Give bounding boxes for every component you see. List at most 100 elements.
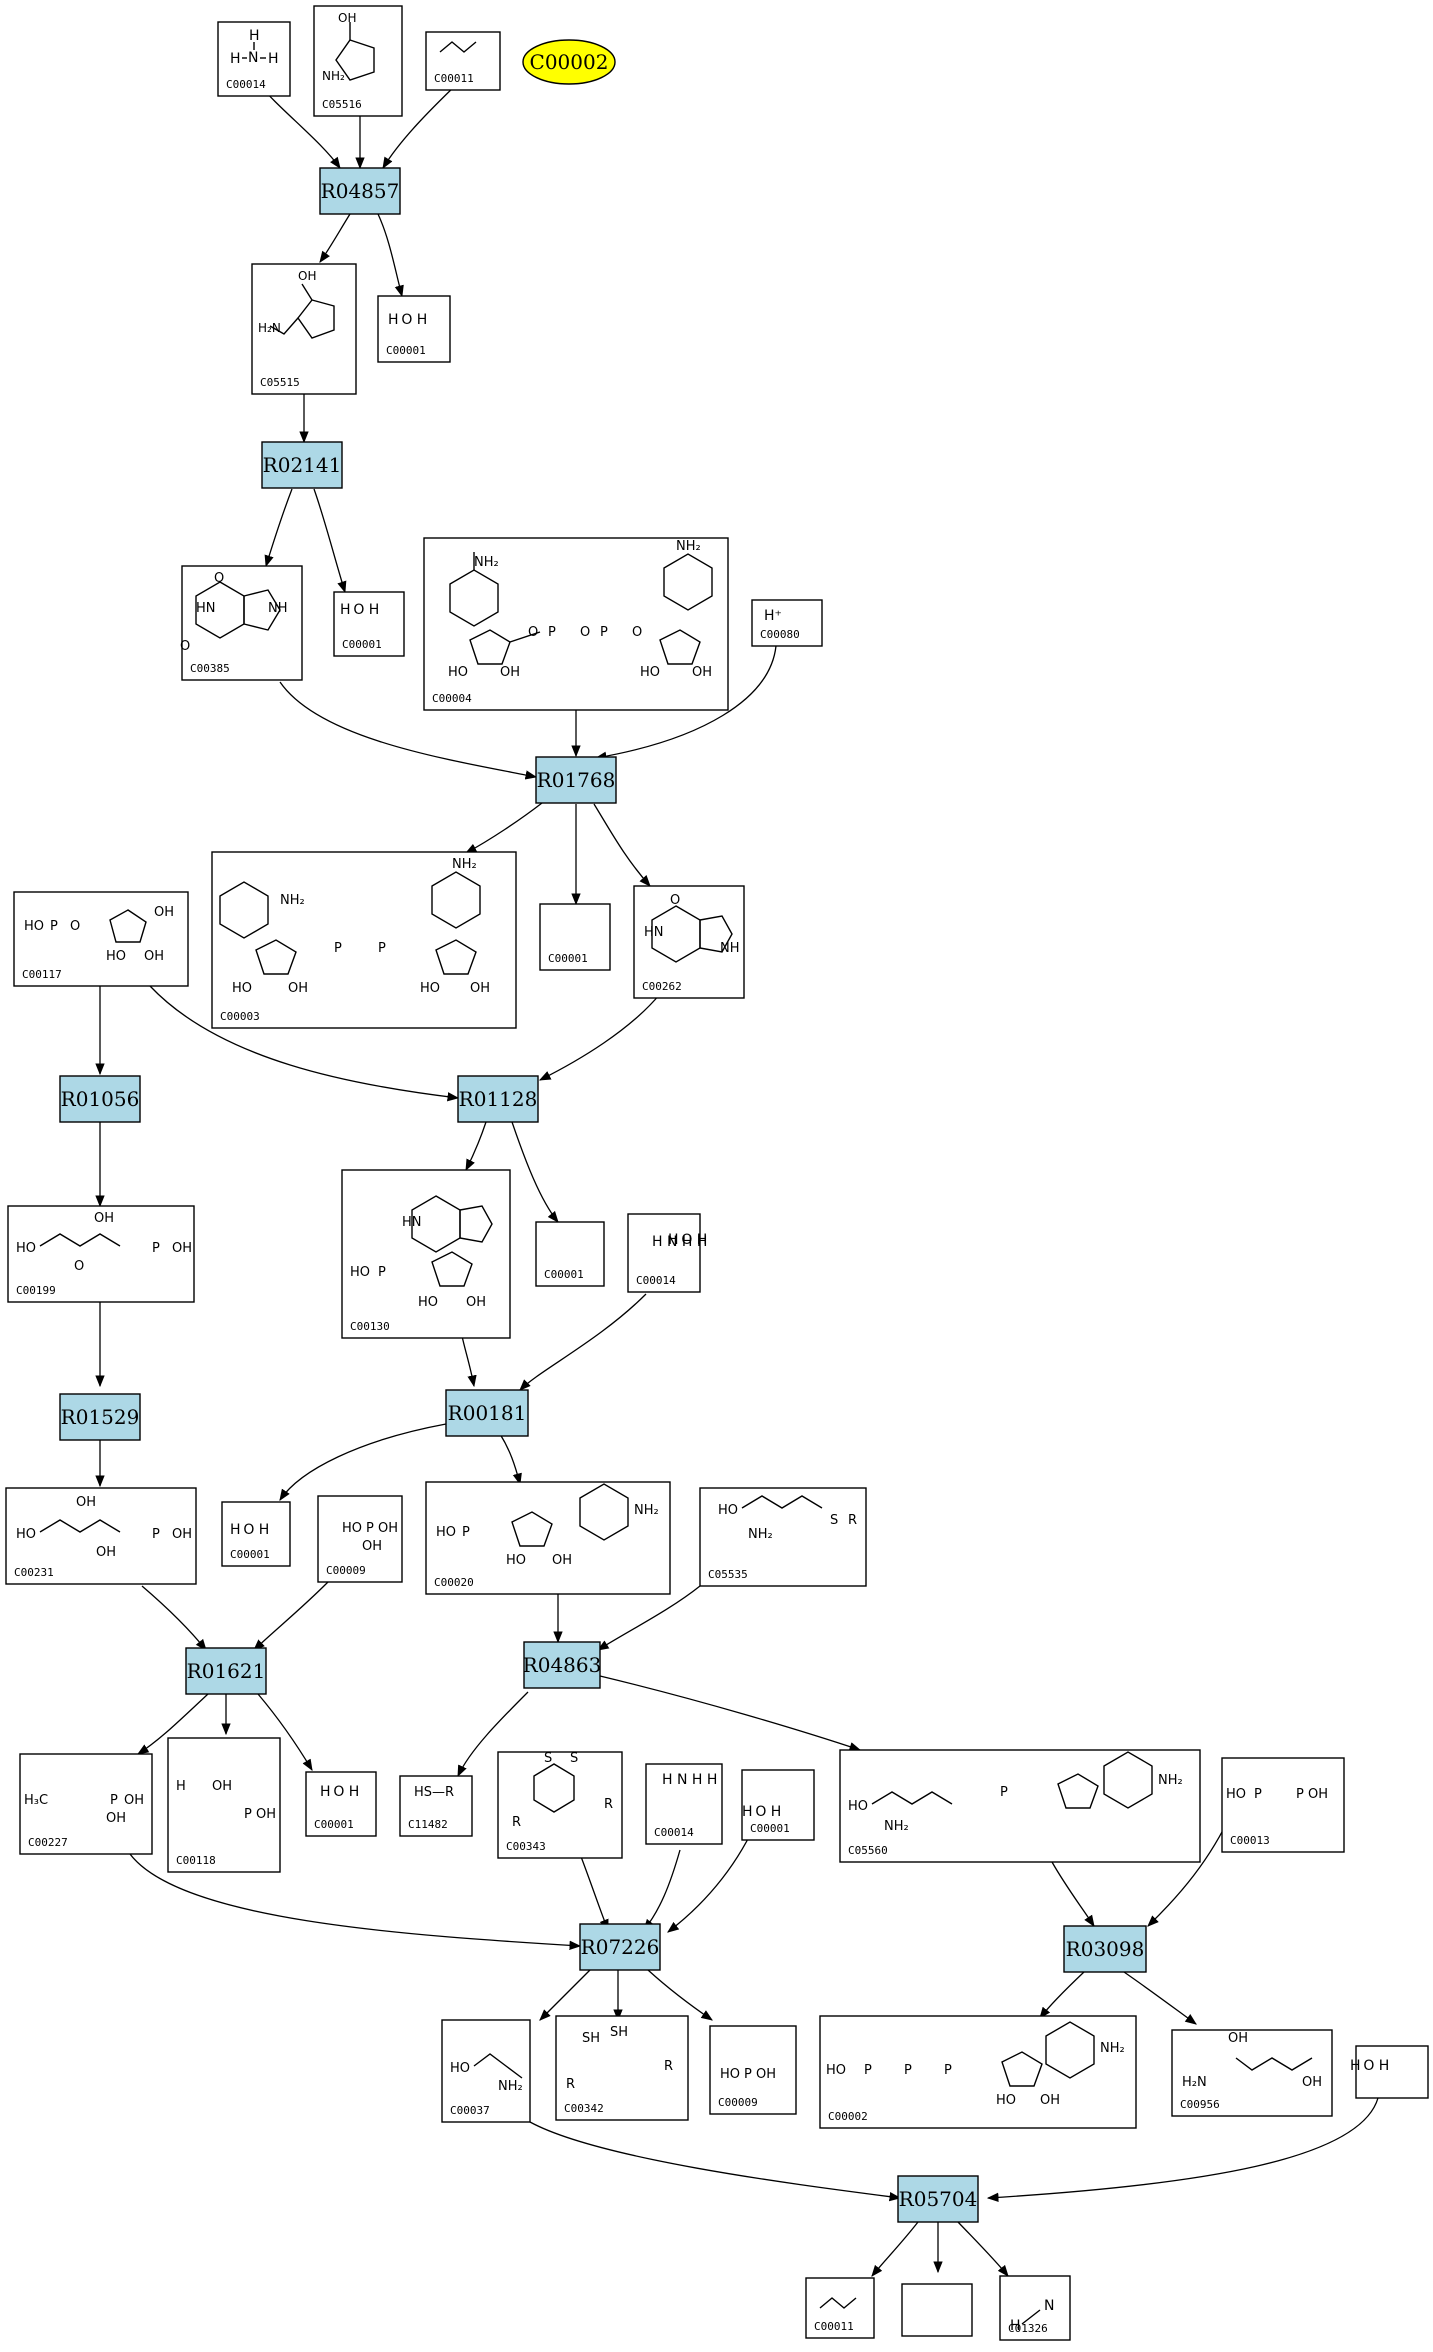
reaction-node-r01529[interactable]: R01529 [59,1393,141,1441]
svg-text:H: H [1010,2318,1021,2334]
compound-id-label: C00020 [434,1576,474,1589]
compound-node-c00001[interactable]: C00001 [333,591,405,657]
compound-node-c00956[interactable]: C00956 [1171,2029,1333,2117]
nh3-formula: H N H H [662,1772,717,1788]
reaction-node-r04857[interactable]: R04857 [319,167,401,215]
reaction-node-r01768[interactable]: R01768 [535,756,617,804]
compound-node-c00009[interactable]: C00009 [709,2025,797,2115]
compound-node-c00118[interactable]: C00118 [167,1737,281,1873]
compound-id-label: C00080 [760,628,800,641]
compound-node-c00014[interactable]: C00014 [645,1763,723,1845]
compound-node-c00037[interactable]: C00037 [441,2019,531,2123]
compound-node-c00020[interactable]: C00020 [425,1481,671,1595]
reaction-node-r05704[interactable]: R05704 [897,2175,979,2223]
compound-node-c00343[interactable]: C00343 [497,1751,623,1859]
svg-text:P: P [334,941,342,956]
svg-text:OH: OH [154,905,174,920]
atp-structure: HO P P P NH₂ HO OH [826,2021,1125,2108]
compound-node-c00231[interactable]: C00231 [5,1487,197,1585]
svg-text:OH: OH [338,11,356,25]
compound-node-c00002[interactable]: C00002 [819,2015,1137,2129]
svg-text:P: P [152,1241,160,1256]
svg-text:O: O [632,625,642,640]
reaction-node-r04863[interactable]: R04863 [523,1641,602,1689]
reaction-node-r01056[interactable]: R01056 [59,1075,141,1123]
compound-node-c05535[interactable]: C05535 [699,1487,867,1587]
svg-text:NH₂: NH₂ [474,555,499,570]
ribose-5p-structure: HO P O OH HO OH [24,905,174,964]
compound-id-label: C00001 [750,1822,790,1835]
svg-text:H₂N: H₂N [258,321,281,335]
compound-node-c00014[interactable]: C00014 [217,21,291,97]
compound-id-label: C00130 [350,1320,390,1333]
svg-text:H: H [268,51,279,67]
compound-id-label: C05535 [708,1568,748,1581]
compound-node-c01326[interactable]: C01326 [999,2275,1071,2341]
svg-text:HN: HN [402,1215,422,1230]
compound-id-label: C00956 [1180,2098,1220,2111]
compound-node-c00117[interactable]: C00117 [13,891,189,987]
compound-node-c05560[interactable]: C05560 [839,1749,1201,1863]
compound-id-label: C00009 [718,2096,758,2109]
compound-node-c00003[interactable]: C00003 [211,851,517,1029]
svg-text:O: O [180,639,190,654]
reaction-label: R03098 [1066,1937,1145,1961]
compound-node-c00385[interactable]: C00385 [181,565,303,681]
svg-text:OH: OH [298,269,316,283]
compound-node-c00001[interactable]: C00001 [535,1221,605,1287]
svg-text:P: P [1254,1787,1262,1802]
svg-text:NH₂: NH₂ [1100,2041,1125,2056]
svg-text:HO: HO [448,665,468,680]
compound-node-c00342[interactable]: C00342 [555,2015,689,2121]
compound-node-c00011[interactable]: C00011 [425,31,501,91]
compound-id-label: C00342 [564,2102,604,2115]
reaction-label: R04857 [321,179,400,203]
svg-text:OH: OH [288,981,308,996]
compound-node-c00011[interactable]: C00011 [805,2277,875,2339]
svg-text:SH: SH [610,2025,628,2040]
compound-id-label: C00385 [190,662,230,675]
h2o-formula: H O H [388,312,427,328]
svg-text:OH: OH [94,1211,114,1226]
edges [95,82,1379,2277]
compound-node-c00009[interactable]: C00009 [317,1495,403,1583]
compound-node-c00001[interactable]: C00001 [377,295,451,363]
svg-text:HO: HO [420,981,440,996]
phosphate-2-structure: HO P OH [720,2067,776,2082]
compound-node-c00013[interactable]: C00013 [1221,1757,1345,1853]
reaction-node-r00181[interactable]: R00181 [445,1389,529,1437]
compound-node-c05516[interactable]: C05516 [313,5,403,117]
svg-text:H₃C: H₃C [24,1793,48,1808]
empty-compound-box[interactable] [901,2283,973,2337]
highlighted-compound-oval[interactable]: C00002 [522,39,616,85]
reaction-node-r01128[interactable]: R01128 [457,1075,539,1123]
reaction-node-r02141[interactable]: R02141 [261,441,343,489]
compound-node-c00227[interactable]: C00227 [19,1753,153,1855]
compound-node-c00001[interactable]: C00001 [539,903,611,971]
reaction-node-r07226[interactable]: R07226 [579,1923,661,1971]
reaction-label: R01621 [187,1659,266,1683]
reaction-node-r01621[interactable]: R01621 [185,1647,267,1695]
svg-text:SH: SH [582,2031,600,2046]
svg-text:NH₂: NH₂ [676,539,701,554]
compound-node-c00001[interactable]: C00001 [305,1771,377,1837]
compound-node-c00080[interactable]: C00080 [751,599,823,647]
compound-node-c05515[interactable]: C05515 [251,263,357,395]
compound-node-c11482[interactable]: C11482 [399,1775,473,1837]
svg-text:HO: HO [16,1241,36,1256]
compound-node-c00014[interactable]: C00014 [627,1213,701,1293]
aica-structure: OH NH₂ [322,11,375,83]
molecule-structures: H H H N OH NH₂ OH H₂N O [16,11,1389,2334]
compound-node-c00199[interactable]: C00199 [7,1205,195,1303]
compound-node-c00001[interactable]: C00001 [741,1769,815,1841]
compound-node-c00001[interactable]: C00001 [221,1501,291,1567]
imp-structure: HN HO P HO OH [350,1195,493,1310]
empty-compound-box[interactable] [1355,2045,1429,2099]
compound-node-c00130[interactable]: C00130 [341,1169,511,1339]
compound-id-label: C00002 [828,2110,868,2123]
h2o-formula: H O H [742,1804,781,1820]
reaction-node-r03098[interactable]: R03098 [1063,1925,1147,1973]
svg-text:P: P [904,2063,912,2078]
compound-id-label: C00001 [544,1268,584,1281]
